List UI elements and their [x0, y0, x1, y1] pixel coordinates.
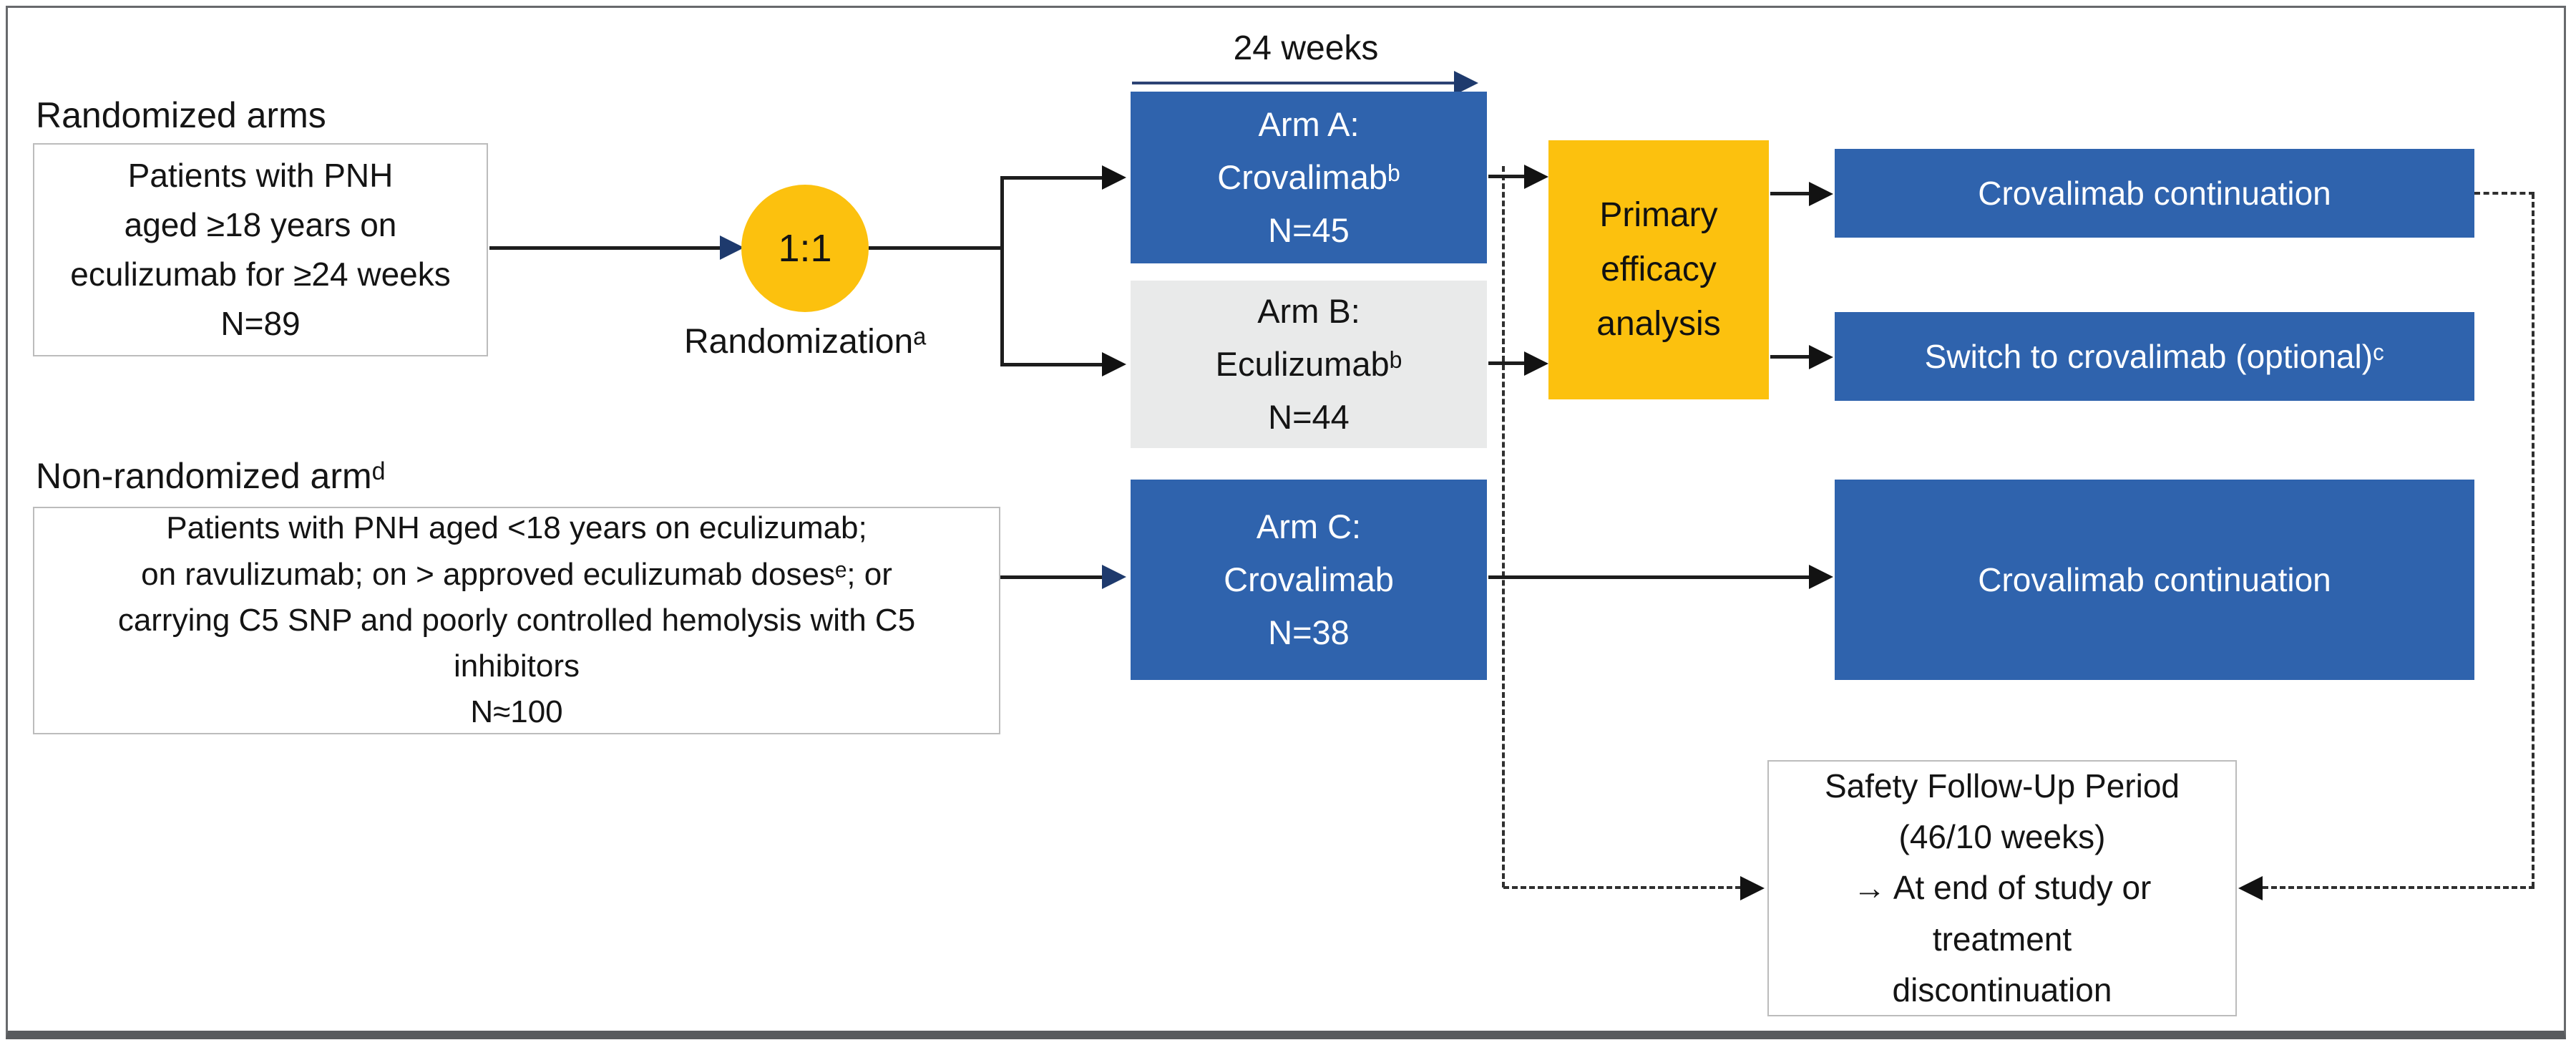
arrowhead-into-arm-c [1102, 565, 1126, 589]
outcome-arm-c-box: Crovalimab continuation [1835, 480, 2474, 680]
connector-analysis-to-outcome-b [1770, 355, 1810, 359]
connector-randomization-to-branch [869, 246, 1002, 250]
duration-arrow-line [1132, 82, 1455, 84]
arrowhead-into-outcome-c [1809, 565, 1833, 589]
outcome-arm-a-box: Crovalimab continuation [1835, 149, 2474, 238]
arrowhead-into-arm-b [1102, 352, 1126, 376]
safety-follow-up-box: Safety Follow-Up Period (46/10 weeks) → … [1767, 760, 2237, 1016]
arm-b-box: Arm B: Eculizumabᵇ N=44 [1131, 281, 1487, 448]
branch-vertical-line [1000, 176, 1004, 366]
connector-branch-to-arm-a [1000, 176, 1102, 180]
dashed-connector-right-horizontal [2263, 886, 2534, 889]
randomization-ratio-text: 1:1 [778, 227, 832, 270]
dashed-connector-left-vertical [1502, 166, 1505, 888]
primary-efficacy-analysis-box: Primary efficacy analysis [1548, 140, 1769, 399]
connector-branch-to-arm-b [1000, 363, 1102, 366]
connector-arm-b-to-analysis [1488, 361, 1526, 365]
connector-eligibility-to-arm-c [1000, 575, 1102, 579]
arrowhead-arm-b-to-analysis [1524, 351, 1548, 376]
connector-analysis-to-outcome-a [1770, 192, 1810, 195]
eligibility-randomized-box: Patients with PNH aged ≥18 years on ecul… [33, 143, 488, 356]
randomization-ratio-circle: 1:1 [741, 185, 869, 312]
arrowhead-into-safety-left [1740, 876, 1765, 900]
arrowhead-arm-a-to-analysis [1524, 165, 1548, 189]
connector-eligibility-to-randomization [489, 246, 723, 250]
arm-a-box: Arm A: Crovalimabᵇ N=45 [1131, 92, 1487, 263]
arrowhead-into-outcome-a [1809, 182, 1833, 206]
randomized-arms-section-label: Randomized arms [36, 95, 326, 135]
arm-c-box: Arm C: Crovalimab N=38 [1131, 480, 1487, 680]
duration-label: 24 weeks [1233, 29, 1379, 67]
dashed-connector-right-vertical [2532, 193, 2534, 888]
eligibility-nonrandomized-box: Patients with PNH aged <18 years on ecul… [33, 507, 1000, 734]
arrowhead-into-safety-right [2238, 876, 2263, 900]
arrowhead-into-randomization [720, 235, 744, 260]
arrowhead-into-arm-a [1102, 165, 1126, 190]
connector-arm-a-to-analysis [1488, 175, 1526, 178]
dashed-connector-left-horizontal [1503, 886, 1741, 889]
duration-arrowhead [1454, 71, 1478, 95]
outcome-arm-b-box: Switch to crovalimab (optional)ᶜ [1835, 312, 2474, 401]
randomization-label: Randomizationᵃ [683, 323, 927, 361]
arrowhead-into-outcome-b [1809, 345, 1833, 369]
connector-arm-c-to-outcome-c [1488, 575, 1809, 579]
dashed-connector-right-top [2474, 192, 2534, 195]
nonrandomized-arm-section-label: Non-randomized armᵈ [36, 456, 386, 496]
